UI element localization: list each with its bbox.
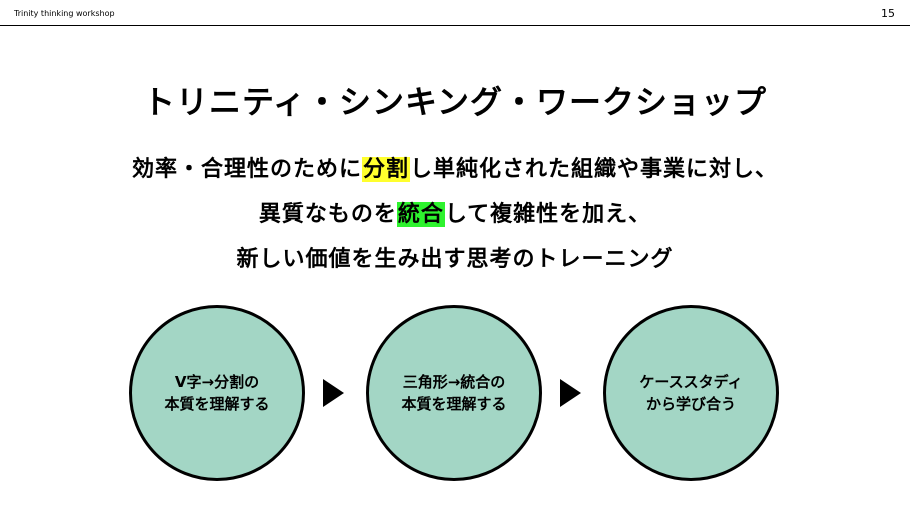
description-line-1-text-before: 効率・合理性のために <box>131 157 362 182</box>
step-1-line-2: 本質を理解する <box>164 395 270 413</box>
description-line-2-text-after: して複雑性を加え、 <box>444 202 652 227</box>
highlight-split: 分割 <box>361 157 410 182</box>
slide-title: トリニティ・シンキング・ワークショップ <box>142 83 768 121</box>
header-label: Trinity thinking workshop <box>14 9 115 18</box>
step-circle-1: V字→分割の 本質を理解する <box>129 305 305 481</box>
step-circle-3: ケーススタディ から学び合う <box>603 305 779 481</box>
arrow-right-icon <box>323 379 344 407</box>
step-3-line-1: ケーススタディ <box>639 373 743 391</box>
highlight-integrate: 統合 <box>396 202 445 227</box>
description-line-3: 新しい価値を生み出す思考のトレーニング <box>236 247 674 272</box>
description-line-2-text-before: 異質なものを <box>258 202 397 227</box>
description-line-1: 効率・合理性のために分割し単純化された組織や事業に対し、 <box>0 155 910 185</box>
page-number: 15 <box>881 7 895 20</box>
description-line-1-text-after: し単純化された組織や事業に対し、 <box>410 157 779 182</box>
step-circle-2: 三角形→統合の 本質を理解する <box>366 305 542 481</box>
step-2-line-2: 本質を理解する <box>401 395 507 413</box>
step-1-line-1: V字→分割の <box>174 373 260 391</box>
step-2-line-1: 三角形→統合の <box>402 373 506 391</box>
arrow-right-icon <box>560 379 581 407</box>
description-line-2: 異質なものを統合して複雑性を加え、 <box>0 200 910 230</box>
header-divider <box>0 25 910 26</box>
step-3-line-2: から学び合う <box>645 395 736 413</box>
